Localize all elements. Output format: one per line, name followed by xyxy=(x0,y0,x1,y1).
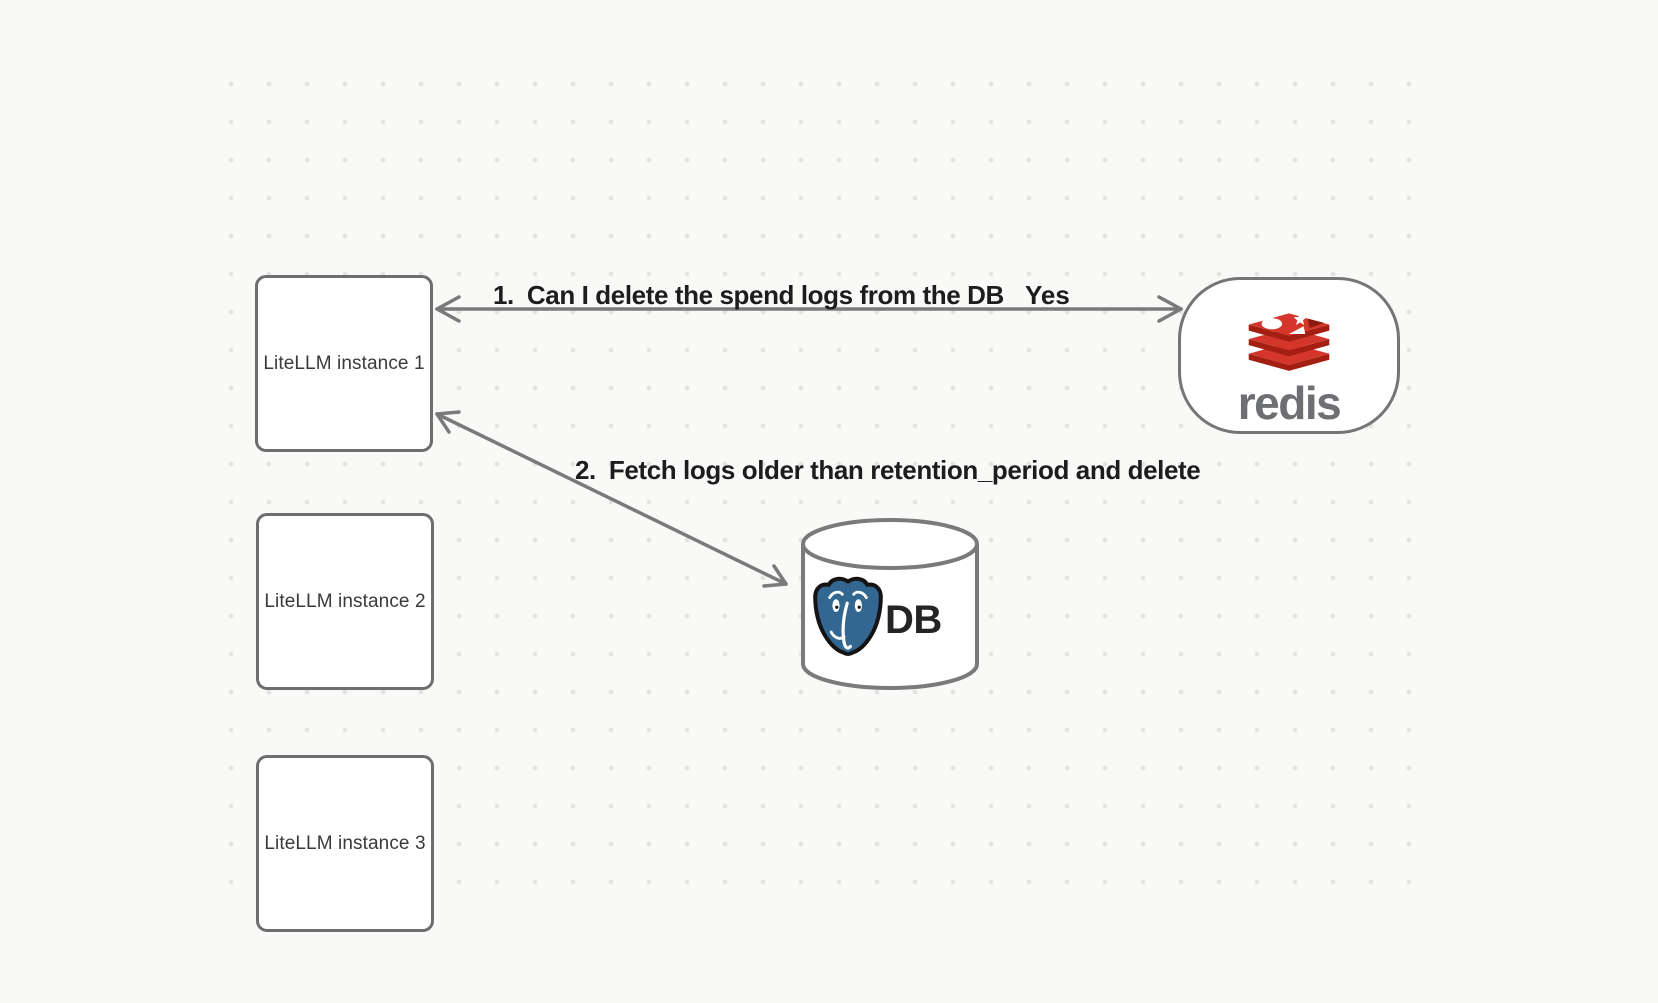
edge-arrow-instance1-db[interactable] xyxy=(435,410,788,588)
node-label: LiteLLM instance 3 xyxy=(264,832,426,854)
node-litellm-instance-1[interactable]: LiteLLM instance 1 xyxy=(255,275,433,452)
edge1-number: 1. xyxy=(493,280,514,310)
redis-stack-icon xyxy=(1248,312,1330,371)
edge2-text: Fetch logs older than retention_period a… xyxy=(608,455,1201,485)
postgresql-elephant-icon xyxy=(813,576,883,656)
edge1-label[interactable]: 1. Can I delete the spend logs from the … xyxy=(493,280,1004,311)
node-label: LiteLLM instance 1 xyxy=(263,352,425,374)
edge1-text: Can I delete the spend logs from the DB xyxy=(526,280,1004,310)
node-redis[interactable]: redis xyxy=(1178,277,1400,434)
db-node-label: DB xyxy=(885,598,942,642)
edge1-response-label[interactable]: Yes xyxy=(1025,280,1070,310)
node-label: LiteLLM instance 2 xyxy=(264,590,426,612)
node-db[interactable]: DB xyxy=(799,518,981,692)
edge-arrow-instance1-redis[interactable] xyxy=(435,295,1183,323)
edge2-number: 2. xyxy=(575,455,596,485)
node-litellm-instance-3[interactable]: LiteLLM instance 3 xyxy=(256,755,434,932)
node-litellm-instance-2[interactable]: LiteLLM instance 2 xyxy=(256,513,434,690)
redis-wordmark: redis xyxy=(1237,377,1342,429)
edge2-label[interactable]: 2. Fetch logs older than retention_perio… xyxy=(575,455,1201,486)
